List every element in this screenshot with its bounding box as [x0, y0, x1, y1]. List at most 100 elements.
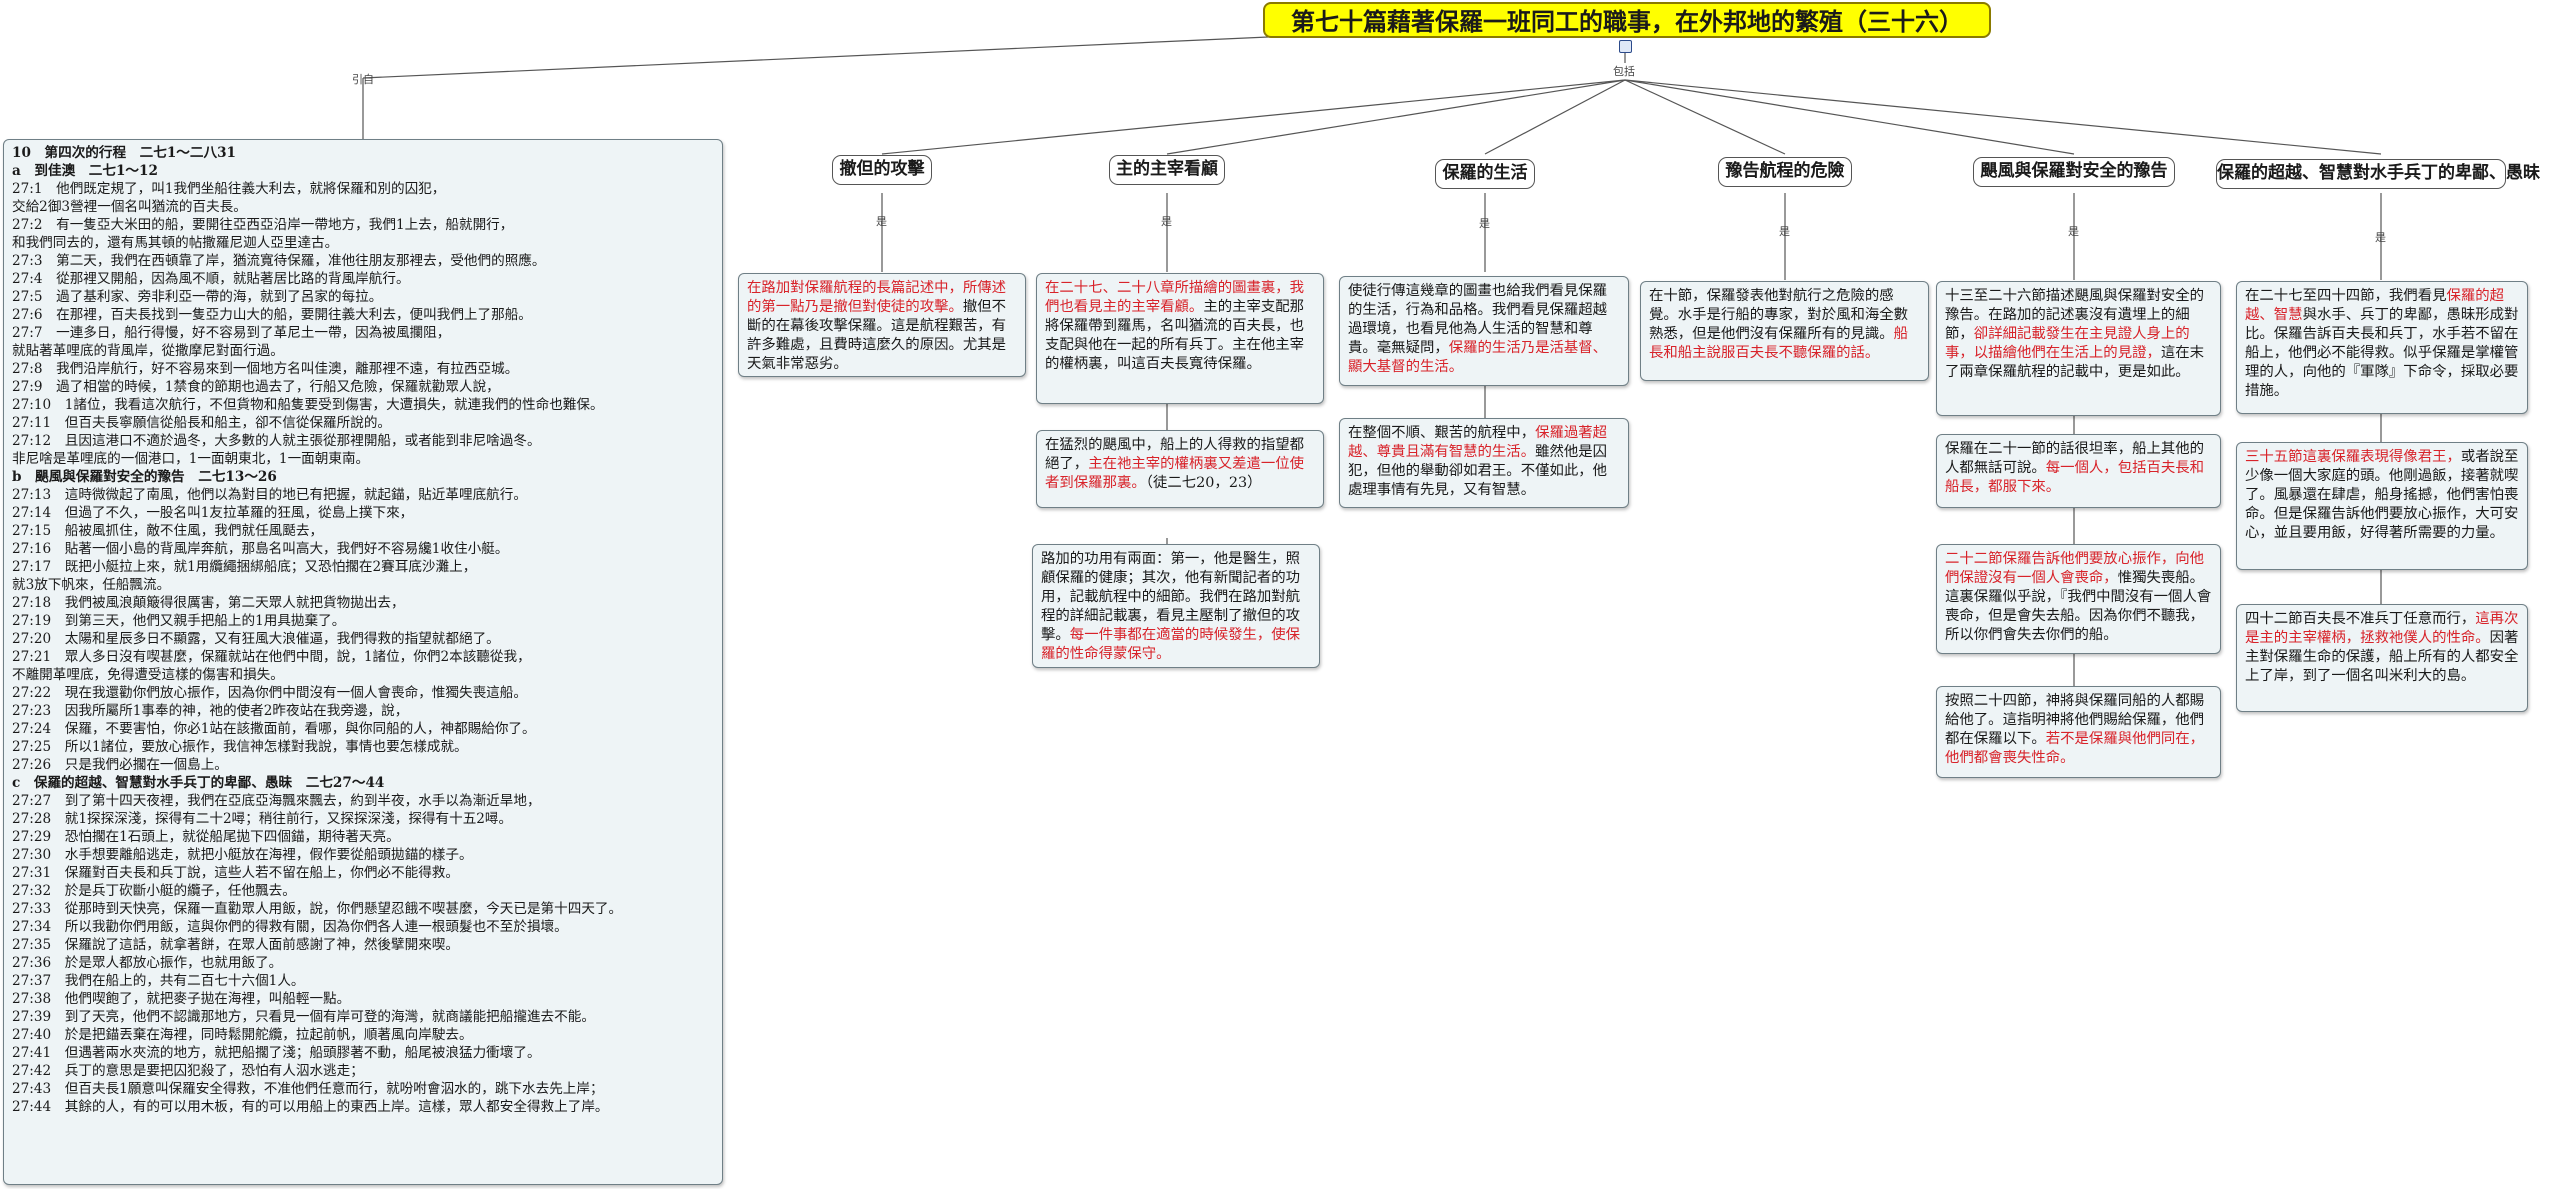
note-text: 保羅在二十一節的話很坦率，船上其他的人都無話可說。	[1945, 441, 2205, 476]
edge-label-is: 是	[2068, 225, 2079, 238]
scripture-verse: 27:8 我們沿岸航行，好不容易來到一個地方名叫佳澳，離那裡不遠，有拉西亞城。	[12, 361, 519, 377]
edge-label-includes: 包括	[1613, 65, 1635, 78]
note-text: 在整個不順、艱苦的航程中，	[1348, 425, 1536, 441]
edge-label-is: 是	[876, 215, 887, 228]
scripture-verse: 27:44 其餘的人，有的可以用木板，有的可以用船上的東西上岸。這樣，眾人都安全…	[12, 1099, 609, 1115]
scripture-verse: 27:24 保羅，不要害怕，你必1站在該撒面前，看哪，與你同船的人，神都賜給你了…	[12, 721, 536, 737]
edge-label-is: 是	[1161, 215, 1172, 228]
scripture-verse: 不離開革哩底，免得遭受這樣的傷害和損失。	[12, 667, 284, 683]
highlight-text: 若不是保羅與他們同在，他們都會喪失性命。	[1945, 731, 2205, 766]
scripture-reading-card[interactable]: 10 第四次的行程 二七1～二八31 a 到佳澳 二七1～12 27:1 他們既定規…	[3, 139, 723, 1185]
branch-voyage-danger[interactable]: 豫告航程的危險	[1718, 157, 1852, 187]
edge-label-intro: 引自	[352, 73, 374, 86]
branch-satan-attack[interactable]: 撤但的攻擊	[832, 155, 932, 185]
note-card[interactable]: 三十五節這裏保羅表現得像君王，或者說至少像一個大家庭的頭。他剛過飯，接著就喫了。…	[2236, 442, 2528, 570]
scripture-verse: 就3放下帆來，任船飄流。	[12, 577, 171, 593]
scripture-verse: 27:30 水手想要離船逃走，就把小艇放在海裡，假作要從船頭拋錨的樣子。	[12, 847, 473, 863]
scripture-heading: a 到佳澳 二七1～12	[12, 163, 158, 179]
scripture-verse: 交給2御3營裡一個名叫猶流的百夫長。	[12, 199, 247, 215]
highlight-text: 每一件事都在適當的時候發生，使保羅的性命得蒙保守。	[1041, 627, 1301, 662]
scripture-verse: 27:11 但百夫長寧願信從船長和船主，卻不信從保羅所說的。	[12, 415, 392, 431]
scripture-verse: 27:9 過了相當的時候，1禁食的節期也過去了，行船又危險，保羅就勸眾人說，	[12, 379, 500, 395]
scripture-verse: 27:43 但百夫長1願意叫保羅安全得救，不准他們任意而行，就吩咐會泅水的，跳下…	[12, 1081, 604, 1097]
scripture-verse: 27:26 只是我們必擱在一個島上。	[12, 757, 228, 773]
edge-label-is: 是	[1479, 217, 1490, 230]
highlight-text: 每一個人，包括百夫長和船長，都服下來。	[1945, 460, 2205, 495]
note-card[interactable]: 在整個不順、艱苦的航程中，保羅過著超越、尊貴且滿有智慧的生活。雖然他是囚犯，但他…	[1339, 418, 1629, 508]
scripture-verse: 27:6 在那裡，百夫長找到一隻亞力山大的船，要開往義大利去，便叫我們上了那船。	[12, 307, 532, 323]
scripture-verse: 27:2 有一隻亞大米田的船，要開往亞西亞沿岸一帶地方，我們1上去，船就開行，	[12, 217, 514, 233]
highlight-text: 船長和船主說服百夫長不聽保羅的話。	[1649, 326, 1909, 361]
note-card[interactable]: 路加的功用有兩面：第一，他是醫生，照顧保羅的健康；其次，他有新聞記者的功用，記載…	[1032, 544, 1320, 668]
scripture-verse: 27:20 太陽和星辰多日不顯露，又有狂風大浪催逼，我們得救的指望就都絕了。	[12, 631, 500, 647]
edge-label-is: 是	[1779, 225, 1790, 238]
note-card[interactable]: 二十二節保羅告訴他們要放心振作，向他們保證沒有一個人會喪命，惟獨失喪船。這裏保羅…	[1936, 544, 2221, 654]
scripture-verse: 27:13 這時微微起了南風，他們以為對目的地已有把握，就起錨，貼近革哩底航行。	[12, 487, 527, 503]
scripture-verse: 27:4 從那裡又開船，因為風不順，就貼著居比路的背風岸航行。	[12, 271, 410, 287]
scripture-heading: b 颶風與保羅對安全的豫告 二七13～26	[12, 469, 277, 485]
scripture-verse: 27:12 且因這港口不適於過冬，大多數的人就主張從那裡開船，或者能到非尼啥過冬…	[12, 433, 541, 449]
scripture-verse: 27:27 到了第十四天夜裡，我們在亞底亞海飄來飄去，約到半夜，水手以為漸近旱地…	[12, 793, 541, 809]
note-text: 主的主宰支配那將保羅帶到羅馬，名叫猶流的百夫長，也支配與他在一起的所有兵丁。主在…	[1045, 299, 1305, 372]
scripture-verse: 27:31 保羅對百夫長和兵丁說，這些人若不留在船上，你們必不能得救。	[12, 865, 459, 881]
highlight-text: 保羅的生活乃是活基督、顯大基督的生活。	[1348, 340, 1608, 375]
highlight-text: 二十二節保羅告訴他們要放心振作，向他們保證沒有一個人會喪命，	[1945, 551, 2205, 586]
note-card[interactable]: 使徒行傳這幾章的圖畫也給我們看見保羅的生活，行為和品格。我們看見保羅超越過環境，…	[1339, 276, 1629, 386]
note-text: 四十二節百夫長不准兵丁任意而行，	[2245, 611, 2476, 627]
scripture-verse: 27:23 因我所屬所1事奉的神，祂的使者2昨夜站在我旁邊，說，	[12, 703, 409, 719]
note-card[interactable]: 在二十七、二十八章所描繪的圖畫裏，我們也看見主的主宰看顧。主的主宰支配那將保羅帶…	[1036, 273, 1324, 404]
notes-icon[interactable]	[1619, 40, 1632, 53]
note-card[interactable]: 在十節，保羅發表他對航行之危險的感覺。水手是行船的專家，對於風和海全數熟悉，但是…	[1640, 281, 1929, 381]
note-text: 這在末了兩章保羅航程的記載中，更是如此。	[1945, 345, 2205, 380]
branch-storm-warning[interactable]: 颶風與保羅對安全的豫告	[1973, 157, 2175, 187]
note-card[interactable]: 按照二十四節，神將與保羅同船的人都賜給他了。這指明神將他們賜給保羅，他們都在保羅…	[1936, 686, 2221, 778]
highlight-text: 這再次是主的主宰權柄，拯救祂僕人的性命。	[2245, 611, 2519, 646]
note-text: 惟獨失喪船。這裏保羅似乎說，『我們中間沒有一個人會喪命，但是會失去船。因為你們不…	[1945, 570, 2212, 643]
scripture-verse: 27:15 船被風抓住，敵不住風，我們就任風颳去，	[12, 523, 324, 539]
edge-label-is: 是	[2375, 231, 2386, 244]
scripture-verse: 27:35 保羅說了這話，就拿著餅，在眾人面前感謝了神，然後擘開來喫。	[12, 937, 459, 953]
scripture-verse: 27:42 兵丁的意思是要把囚犯殺了，恐怕有人泅水逃走；	[12, 1063, 364, 1079]
note-text: 按照二十四節，神將與保羅同船的人都賜給他了。這指明神將他們賜給保羅，他們都在保羅…	[1945, 693, 2205, 747]
scripture-verse: 27:7 一連多日，船行得慢，好不容易到了革尼土一帶，因為被風攔阻，	[12, 325, 451, 341]
note-card[interactable]: 在路加對保羅航程的長篇記述中，所傳述的第一點乃是撤但對使徒的攻擊。撤但不斷的在幕…	[738, 273, 1026, 377]
note-text: （徒二七20，23）	[1145, 475, 1262, 491]
branch-lords-care[interactable]: 主的主宰看顧	[1109, 155, 1225, 185]
scripture-verse: 27:21 眾人多日沒有喫甚麼，保羅就站在他們中間，說，1諸位，你們2本該聽從我…	[12, 649, 531, 665]
highlight-text: 保羅的超越、智慧	[2245, 288, 2505, 323]
scripture-verse: 和我們同去的，還有馬其頓的帖撒羅尼迦人亞里達古。	[12, 235, 339, 251]
note-text: 在二十七至四十四節，我們看見	[2245, 288, 2447, 304]
note-text: 使徒行傳這幾章的圖畫也給我們看見保羅的生活，行為和品格。我們看見保羅超越過環境，…	[1348, 283, 1608, 356]
scripture-verse: 27:10 1諸位，我看這次航行，不但貨物和船隻要受到傷害，大遭損失，就連我們的…	[12, 397, 604, 413]
scripture-verse: 就貼著革哩底的背風岸，從撒摩尼對面行過。	[12, 343, 284, 359]
scripture-verse: 27:18 我們被風浪顛簸得很厲害，第二天眾人就把貨物拋出去，	[12, 595, 405, 611]
scripture-verse: 27:17 既把小艇拉上來，就1用纜繩捆綁船底；又恐怕擱在2賽耳底沙灘上，	[12, 559, 477, 575]
scripture-verse: 27:40 於是把錨丟棄在海裡，同時鬆開舵纜，拉起前帆，順著風向岸駛去。	[12, 1027, 473, 1043]
branch-pauls-wisdom[interactable]: 保羅的超越、智慧對水手兵丁的卑鄙、愚昧	[2216, 159, 2540, 189]
scripture-verse: 27:32 於是兵丁砍斷小艇的纜子，任他飄去。	[12, 883, 296, 899]
scripture-verse: 27:5 過了基利家、旁非利亞一帶的海，就到了呂家的每拉。	[12, 289, 383, 305]
scripture-verse: 27:37 我們在船上的，共有二百七十六個1人。	[12, 973, 305, 989]
note-card[interactable]: 十三至二十六節描述颶風與保羅對安全的豫告。在路加的記述裏沒有遺埋上的細節，卻詳細…	[1936, 281, 2221, 416]
note-card[interactable]: 在二十七至四十四節，我們看見保羅的超越、智慧與水手、兵丁的卑鄙，愚昧形成對比。保…	[2236, 281, 2528, 414]
scripture-verse: 27:39 到了天亮，他們不認識那地方，只看見一個有岸可登的海灣，就商議能把船攏…	[12, 1009, 595, 1025]
scripture-verse: 27:3 第二天，我們在西頓靠了岸，猶流寬待保羅，准他往朋友那裡去，受他們的照應…	[12, 253, 546, 269]
scripture-verse: 27:28 就1探探深淺，探得有二十2噚；稍往前行，又探探深淺，探得有十五2噚。	[12, 811, 513, 827]
note-card[interactable]: 保羅在二十一節的話很坦率，船上其他的人都無話可說。每一個人，包括百夫長和船長，都…	[1936, 434, 2221, 508]
scripture-verse: 27:38 他們喫飽了，就把麥子拋在海裡，叫船輕一點。	[12, 991, 351, 1007]
central-topic[interactable]: 第七十篇藉著保羅一班同工的職事，在外邦地的繁殖（三十六）	[1263, 2, 1991, 38]
scripture-heading: 10 第四次的行程 二七1～二八31	[12, 145, 237, 161]
note-card[interactable]: 在猛烈的颶風中，船上的人得救的指望都絕了，主在祂主宰的權柄裏又差遣一位使者到保羅…	[1036, 430, 1324, 508]
note-text: 因著主對保羅生命的保護，船上所有的人都安全上了岸，到了一個名叫米利大的島。	[2245, 630, 2519, 684]
note-text: 路加的功用有兩面：第一，他是醫生，照顧保羅的健康；其次，他有新聞記者的功用，記載…	[1041, 551, 1301, 643]
scripture-verse: 27:1 他們既定規了，叫1我們坐船往義大利去，就將保羅和別的囚犯，	[12, 181, 446, 197]
note-text: 在猛烈的颶風中，船上的人得救的指望都絕了，	[1045, 437, 1305, 472]
scripture-verse: 27:36 於是眾人都放心振作，也就用飯了。	[12, 955, 283, 971]
scripture-verse: 27:22 現在我還勸你們放心振作，因為你們中間沒有一個人會喪命，惟獨失喪這船。	[12, 685, 527, 701]
scripture-verse: 27:34 所以我勸你們用飯，這與你們的得救有關，因為你們各人連一根頭髮也不至於…	[12, 919, 568, 935]
highlight-text: 在路加對保羅航程的長篇記述中，所傳述的第一點乃是撤但對使徒的攻擊。	[747, 280, 1007, 315]
scripture-verse: 27:33 從那時到天快亮，保羅一直勸眾人用飯，說，你們懸望忍餓不喫甚麼，今天已…	[12, 901, 623, 917]
branch-pauls-life[interactable]: 保羅的生活	[1435, 159, 1535, 189]
note-card[interactable]: 四十二節百夫長不准兵丁任意而行，這再次是主的主宰權柄，拯救祂僕人的性命。因著主對…	[2236, 604, 2528, 712]
